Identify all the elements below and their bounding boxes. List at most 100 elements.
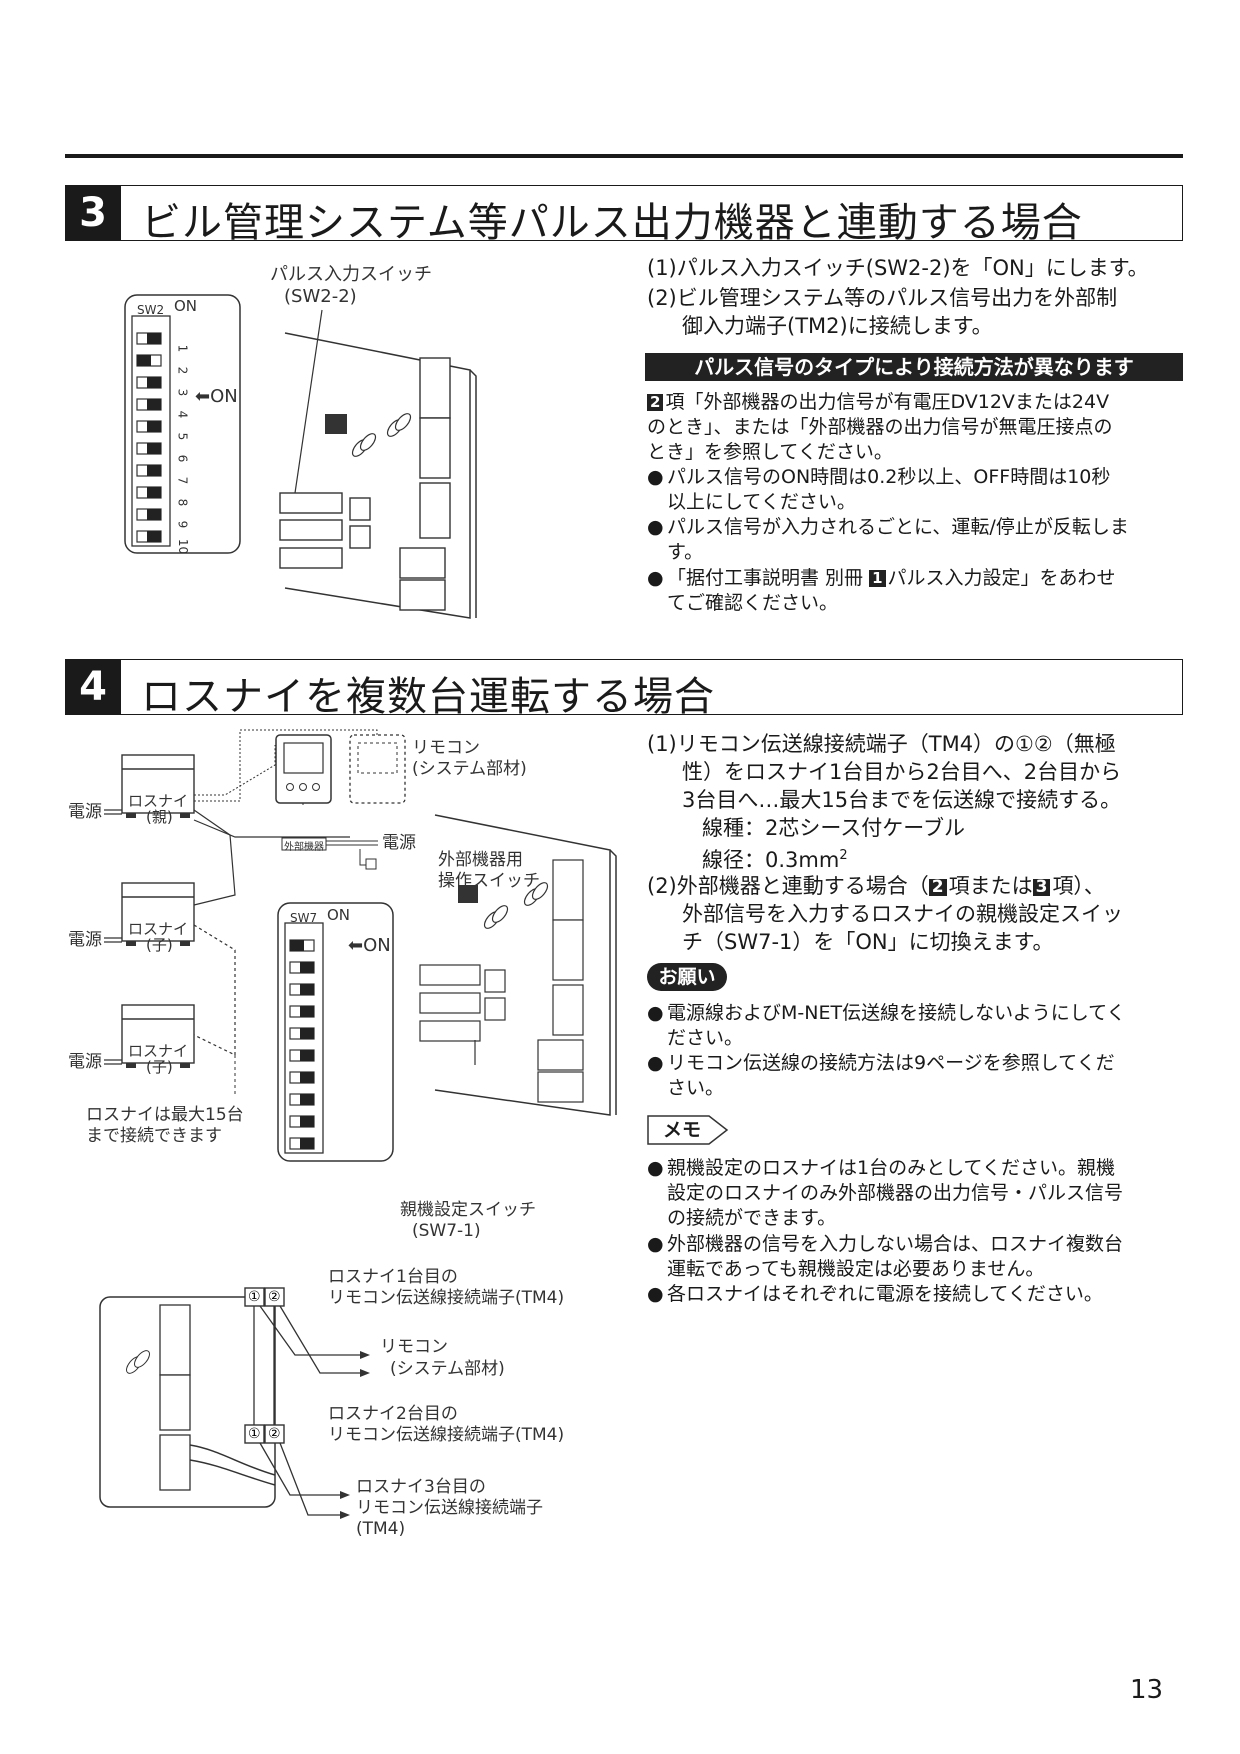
bullet-dot: ● — [647, 567, 664, 589]
dip-switch-knob — [147, 377, 161, 388]
onegai-badge: お願い — [647, 963, 727, 991]
arrow-left-icon: ⬅ — [195, 386, 211, 407]
section-4-number: 4 — [65, 659, 121, 715]
dip-switch-knob — [300, 1006, 314, 1017]
term1-mark-1: ① — [248, 1289, 261, 1305]
multi-unit-illustration — [99, 729, 617, 1519]
bullet-dot: ● — [647, 516, 664, 538]
memo-1-line-3: の接続ができます。 — [667, 1207, 837, 1229]
bullet-3-line-2: てご確認ください。 — [667, 592, 839, 614]
term2-mark-1: ① — [248, 1426, 261, 1442]
sw2-num-6: 6 — [175, 454, 190, 463]
onegai-1-line-2: ださい。 — [667, 1027, 744, 1049]
dip-switch-knob — [147, 531, 161, 542]
pulse-switch-callout-line1: パルス入力スイッチ — [270, 264, 432, 285]
sw2-num-5: 5 — [175, 432, 190, 441]
section-3-step-1: (1)パルス入力スイッチ(SW2-2)を「ON」にします。 — [647, 256, 1149, 280]
dip-switch-knob — [147, 487, 161, 498]
section-4-step-2b: 外部信号を入力するロスナイの親機設定スイッ — [682, 902, 1123, 926]
term2-label-line2: リモコン伝送線接続端子(TM4) — [328, 1425, 565, 1445]
memo-badge: メモ — [647, 1115, 729, 1145]
memo-2-line-1: 外部機器の信号を入力しない場合は、ロスナイ複数台 — [667, 1233, 1124, 1255]
section-3-ref-line-3: とき」を参照してください。 — [647, 441, 893, 463]
parent-switch-line2: (SW7-1) — [412, 1221, 481, 1241]
power-label-1: 電源 — [68, 802, 102, 822]
bullet-dot: ● — [647, 1052, 664, 1074]
sw2-num-10: 10 — [176, 538, 191, 555]
sw2-on-arrow: ⬅ON — [195, 386, 238, 407]
dip-switch-knob — [147, 421, 161, 432]
memo-1-line-1: 親機設定のロスナイは1台のみとしてください。親機 — [667, 1157, 1115, 1179]
section-3-step-2a: (2)ビル管理システム等のパルス信号出力を外部制 — [647, 286, 1118, 310]
dip-switch-knob — [300, 1072, 314, 1083]
dip-switch-knob — [147, 509, 161, 520]
wire-diameter-sup: 2 — [839, 848, 848, 863]
external-switch-line1: 外部機器用 — [438, 850, 523, 870]
bullet-dot: ● — [647, 1283, 664, 1305]
sw2-on-label: ON — [174, 297, 198, 315]
section-3-number: 3 — [65, 185, 121, 241]
max-units-note-line1: ロスナイは最大15台 — [86, 1105, 244, 1125]
step-2-post: 項）、 — [1052, 874, 1105, 898]
sw7-on-label: ON — [327, 906, 351, 924]
dip-switch-knob — [137, 355, 151, 366]
memo-2-line-2: 運転であっても親機設定は必要ありません。 — [667, 1258, 1045, 1280]
bullet-3-pre: 「据付工事説明書 別冊 — [667, 567, 870, 589]
dip-switch-knob — [300, 1094, 314, 1105]
wire-diameter-text: 線径：0.3mm — [702, 848, 840, 872]
bullet-1-line-1: パルス信号のON時間は0.2秒以上、OFF時間は10秒 — [667, 466, 1111, 488]
section-4-step-1a: (1)リモコン伝送線接続端子（TM4）の①②（無極 — [647, 732, 1116, 756]
bullet-2-line-2: す。 — [667, 541, 704, 563]
dip-switch-knob — [290, 940, 304, 951]
bullet-1-line-2: 以上にしてください。 — [667, 491, 856, 513]
sw2-num-9: 9 — [175, 520, 190, 529]
bullet-dot: ● — [647, 1002, 664, 1024]
step-2-key-3: 3 — [1032, 879, 1051, 896]
step-2-key-2: 2 — [928, 879, 947, 896]
sw7-dip-switches — [289, 939, 315, 1150]
top-rule — [65, 154, 1183, 158]
sw2-num-1: 1 — [175, 344, 190, 353]
pulse-switch-callout-line2: (SW2-2) — [284, 286, 357, 307]
term3-label-line1: ロスナイ3台目の — [356, 1477, 486, 1497]
dip-switch-knob — [300, 962, 314, 973]
bullet-dot: ● — [647, 1157, 664, 1179]
external-device-box-label: 外部機器 — [284, 842, 324, 853]
onegai-1-line-1: 電源線およびM-NET伝送線を接続しないようにしてく — [667, 1002, 1126, 1024]
sw2-num-8: 8 — [175, 498, 190, 507]
unit-parent-line1: ロスナイ — [128, 792, 189, 810]
external-switch-line2: 操作スイッチ — [438, 871, 540, 891]
sw2-on-arrow-label: ON — [210, 386, 238, 407]
ref-key-2: 2 — [647, 394, 664, 411]
power-label-3: 電源 — [68, 1052, 102, 1072]
arrow-left-icon: ⬅ — [348, 935, 364, 956]
section-4-step-2c: チ（SW7-1）を「ON」に切換えます。 — [682, 930, 1054, 954]
memo-3-line-1: 各ロスナイはそれぞれに電源を接続してください。 — [667, 1283, 1103, 1305]
section-4-step-1c: 3台目へ…最大15台までを伝送線で接続する。 — [682, 788, 1122, 812]
memo-1-line-2: 設定のロスナイのみ外部機器の出力信号・パルス信号 — [667, 1182, 1124, 1204]
onegai-2-line-2: さい。 — [667, 1077, 725, 1099]
memo-label: メモ — [663, 1119, 702, 1141]
section-3-step-2b: 御入力端子(TM2)に接続します。 — [682, 314, 993, 338]
page-number: 13 — [1130, 1675, 1164, 1705]
memo-tag-icon — [647, 1115, 729, 1145]
power-label-2: 電源 — [68, 930, 102, 950]
section-4-header: 4 ロスナイを複数台運転する場合 — [65, 659, 1183, 720]
section-3-diagram: パルス入力スイッチ (SW2-2) — [60, 258, 620, 628]
unit-child-2-line2: (子) — [146, 1058, 173, 1076]
step-2-mid: 項または — [948, 874, 1033, 898]
sw7-label: SW7 — [290, 911, 318, 925]
to-remote-line2: (システム部材) — [390, 1359, 505, 1379]
pulse-type-band: パルス信号のタイプにより接続方法が異なります — [645, 353, 1183, 381]
wire-type: 線種：2芯シース付ケーブル — [702, 816, 966, 840]
onegai-2-line-1: リモコン伝送線の接続方法は9ページを参照してくだ — [667, 1052, 1115, 1074]
unit-child-1-line1: ロスナイ — [128, 920, 189, 938]
sw2-num-2: 2 — [175, 366, 190, 375]
bullet-2-line-1: パルス信号が入力されるごとに、運転/停止が反転しま — [667, 516, 1129, 538]
term1-label-line1: ロスナイ1台目の — [328, 1267, 458, 1287]
remote-label-line1: リモコン — [412, 738, 480, 758]
sw7-on-arrow: ⬅ON — [348, 935, 391, 956]
sw7-on-arrow-label: ON — [363, 935, 391, 956]
